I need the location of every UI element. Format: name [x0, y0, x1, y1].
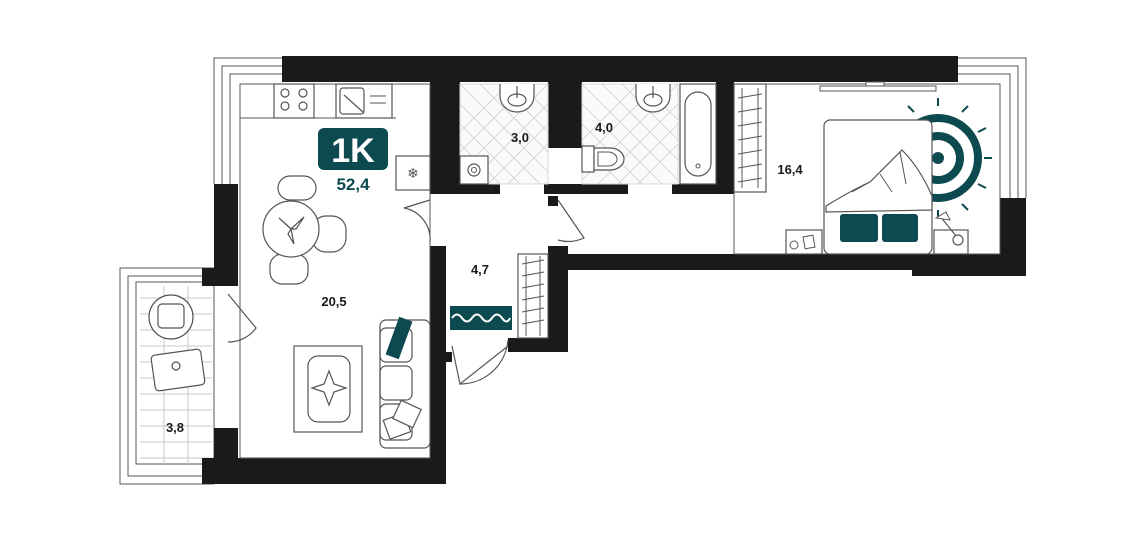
dining-table-icon [262, 175, 347, 285]
room-area-hallway: 4,7 [471, 262, 489, 277]
armchair-icon [148, 294, 194, 340]
bed-icon [823, 119, 933, 255]
bathroom-small [459, 83, 549, 185]
lamp-icon [933, 211, 969, 255]
shelf-icon [819, 81, 937, 92]
bathtub-icon [679, 83, 717, 185]
washbasin-icon [499, 84, 535, 113]
total-area: 52,4 [336, 175, 370, 194]
rug-icon [293, 345, 363, 433]
nightstand-icon [785, 229, 823, 255]
sink-icon [335, 83, 393, 119]
balcony [119, 267, 215, 485]
room-area-bedroom: 16,4 [777, 162, 803, 177]
bedroom [733, 81, 992, 255]
room-area-kitchen-living: 20,5 [321, 294, 346, 309]
hallway [450, 253, 549, 339]
kitchen: ❄ [273, 83, 431, 191]
towel-radiator-icon [733, 83, 767, 193]
room-area-bathroom-small: 3,0 [511, 130, 529, 145]
door-icon [227, 199, 585, 386]
stove-icon [273, 83, 315, 119]
svg-text:❄: ❄ [407, 166, 419, 182]
apartment-type-label: 1K [331, 132, 375, 170]
toilet-icon [581, 145, 625, 173]
room-area-bathroom-large: 4,0 [595, 120, 613, 135]
sofa-icon [379, 316, 431, 449]
side-table-icon [150, 348, 206, 392]
apartment-type-badge: 1K [318, 128, 388, 170]
doormat-icon [450, 306, 512, 330]
washing-machine-icon [459, 155, 489, 185]
window-frames [213, 57, 1027, 198]
washbasin-icon [635, 84, 671, 113]
towel-radiator-icon [517, 253, 549, 339]
room-area-balcony: 3,8 [166, 420, 184, 435]
bathroom-large [581, 83, 717, 185]
walls [202, 56, 1026, 484]
fridge-icon: ❄ [395, 155, 431, 191]
